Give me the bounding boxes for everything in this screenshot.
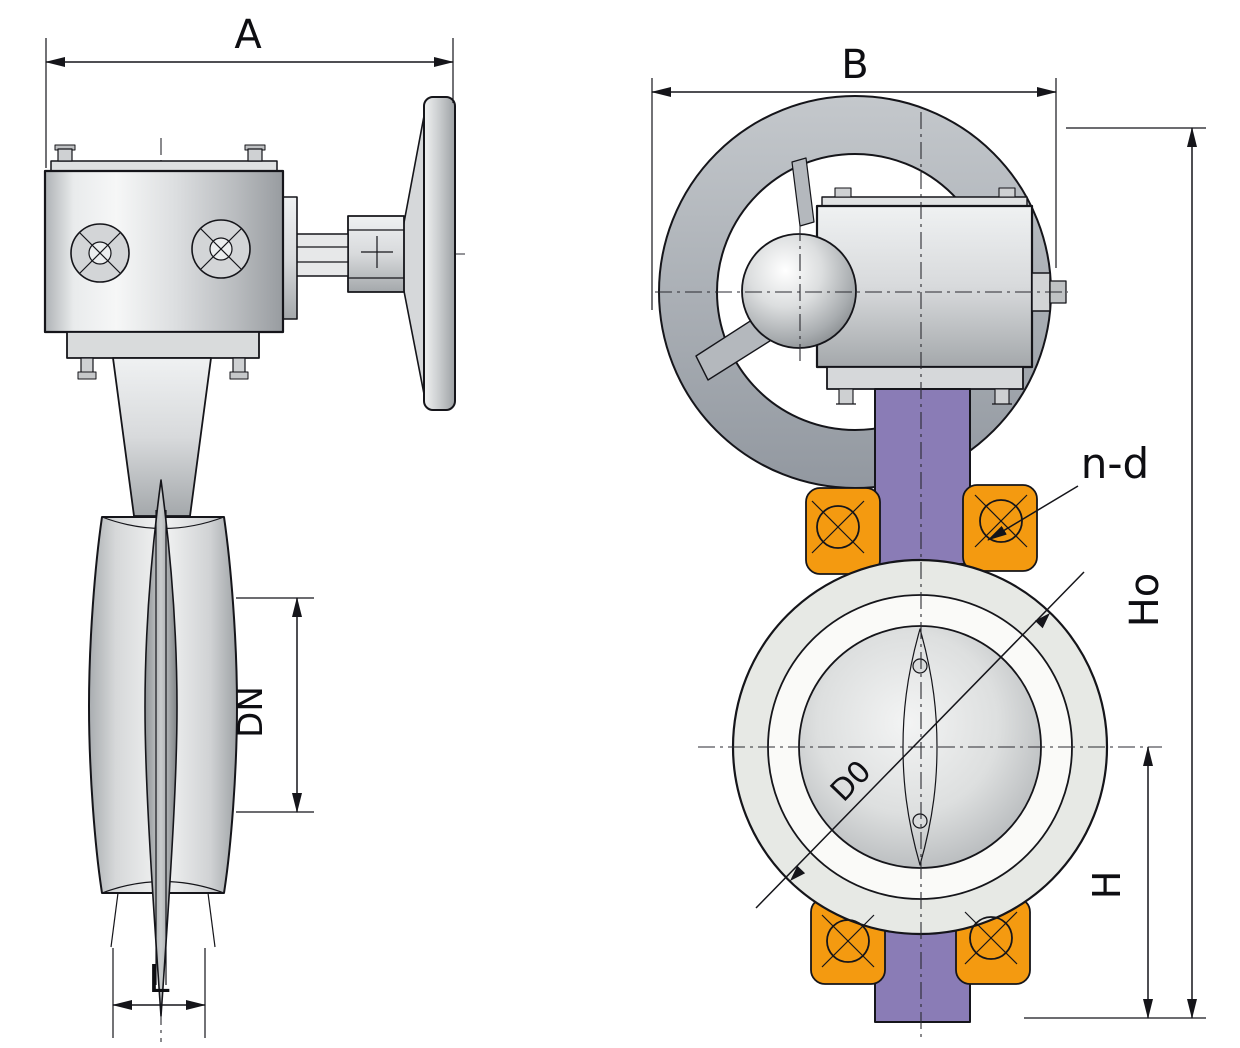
nd-leader: [987, 485, 1079, 541]
dim-dn: DN: [231, 597, 314, 813]
dim-label-b: B: [841, 42, 868, 88]
d0-arrow: [790, 865, 806, 881]
dim-b: B: [651, 42, 1057, 310]
disc-pin: [912, 658, 928, 674]
bolt-hole-bottom-left: [821, 914, 875, 968]
side-view: A DN L: [43, 12, 470, 1042]
bracket-bolt: [229, 357, 249, 380]
gearbox-top-bolt: [834, 187, 852, 198]
gearbox-port: [70, 223, 130, 283]
gearbox-bracket: [66, 331, 260, 359]
lug-top-right: [962, 484, 1038, 572]
disc-edge-side: [144, 479, 178, 1017]
dim-ho: Ho: [1024, 127, 1206, 1019]
valve-neck-top: [874, 388, 971, 565]
dim-label-h: H: [1085, 871, 1129, 900]
front-view: D0 n-d B Ho H: [651, 42, 1206, 1042]
handwheel-hub: [347, 215, 405, 293]
bolt-hole-top-right: [974, 494, 1028, 548]
gearbox-top-bolt: [244, 144, 266, 162]
gearbox-base-plate: [826, 366, 1024, 390]
gearbox-side: [43, 144, 285, 380]
stem-shaft: [295, 233, 349, 277]
base-bolt: [836, 388, 856, 405]
bracket-bolt: [77, 357, 97, 380]
nd-label: n-d: [1081, 439, 1149, 488]
stem-side: [282, 196, 349, 320]
dim-label-dn: DN: [231, 686, 271, 738]
base-bolt: [992, 388, 1012, 405]
valve-body-side: [88, 357, 238, 1017]
dim-label-l: L: [148, 957, 169, 1001]
ball-knob: [741, 233, 857, 349]
handwheel-spoke: [791, 157, 815, 227]
d0-arrow: [1034, 613, 1050, 629]
stem-plate: [282, 196, 298, 320]
dimension-line-d0: [755, 571, 1085, 909]
flange-flare: [110, 892, 119, 948]
disc-pin: [912, 813, 928, 829]
bolt-hole-top-left: [811, 500, 865, 554]
handwheel-rim: [423, 96, 456, 411]
disc-shaft-lens: [902, 628, 938, 866]
flange-flare: [207, 892, 216, 948]
gearbox-top-bolt: [998, 187, 1016, 198]
gearbox-top-bolt: [54, 144, 76, 162]
bolt-hole-bottom-right: [964, 911, 1018, 965]
dim-label-a: A: [234, 12, 262, 58]
dim-l: L: [112, 948, 206, 1038]
dim-a: A: [45, 12, 454, 168]
nd-callout: n-d: [987, 439, 1149, 541]
lug-top-left: [805, 487, 881, 575]
dim-h: H: [1085, 746, 1153, 1019]
dim-label-ho: Ho: [1122, 573, 1168, 628]
handwheel-web: [402, 115, 425, 395]
gearbox-port: [191, 219, 251, 279]
handwheel-side: [347, 96, 456, 411]
